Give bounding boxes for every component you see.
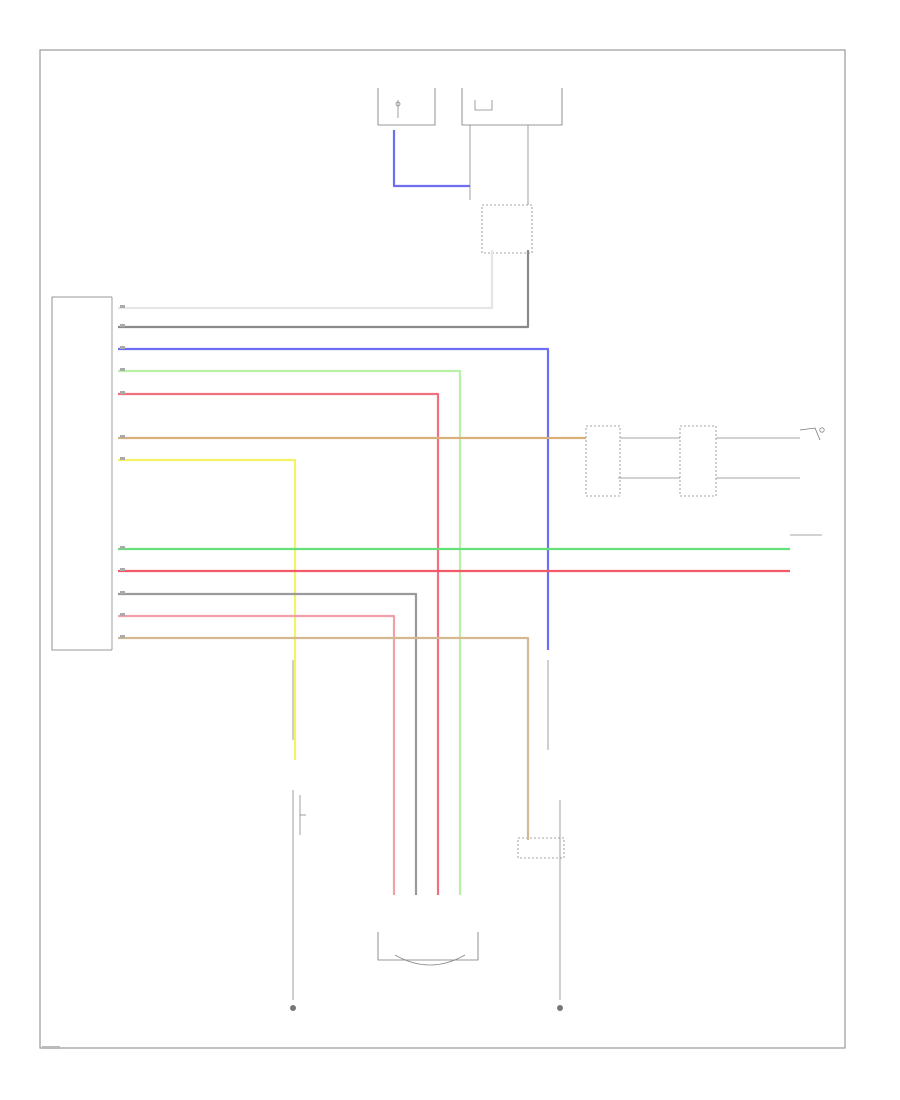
middle-left-connector (299, 795, 306, 835)
top-blue-wire (392, 130, 470, 188)
diagram-frame (39, 49, 846, 1049)
wire-group (118, 130, 790, 895)
top-left-fuse-block (377, 88, 436, 126)
green-wire (118, 369, 462, 895)
pin-markers (120, 305, 125, 638)
gray-wire (118, 592, 418, 895)
white-wire (118, 250, 494, 310)
right-mid-connector (517, 837, 565, 859)
transponder-key-amplifier (377, 932, 479, 966)
pink-wire (118, 614, 396, 895)
right-connector-boxes (585, 425, 825, 497)
page-mark (42, 1046, 60, 1049)
black-wire (118, 250, 530, 329)
yellow-wire (118, 458, 297, 760)
top-right-fuse-block (461, 88, 563, 126)
bottom-left-ground (290, 1005, 296, 1011)
thin-connections (292, 125, 822, 1000)
junction-block-upper (481, 204, 533, 254)
bottom-right-ground (557, 1005, 563, 1011)
tan-wire (118, 636, 530, 840)
main-ecu-bracket (51, 296, 113, 651)
red-wire (118, 392, 440, 895)
